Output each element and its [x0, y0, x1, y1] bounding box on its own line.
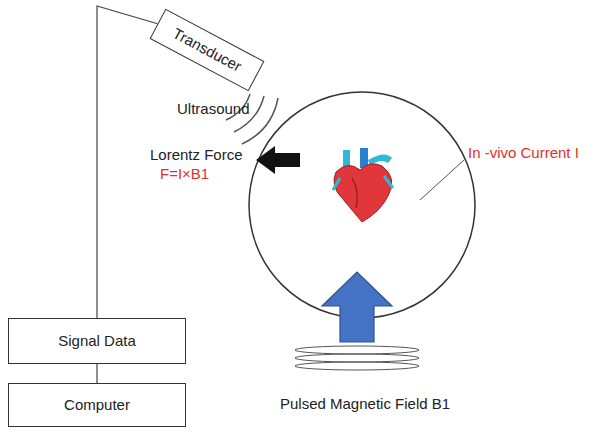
field-label: Pulsed Magnetic Field B1 — [280, 395, 450, 412]
connector-line — [96, 364, 97, 383]
heart-icon — [333, 148, 393, 222]
transducer-box: Transducer — [150, 9, 265, 92]
wave-label: Ultrasound — [177, 100, 250, 117]
coil — [295, 346, 419, 370]
process-box: Computer — [8, 383, 186, 427]
force-label: Lorentz Force — [150, 146, 243, 163]
force-arrow — [256, 146, 300, 174]
leader-line — [420, 160, 464, 200]
field-arrow — [322, 272, 392, 342]
formula-label: F=I×B1 — [160, 165, 209, 182]
process-box: Signal Data — [8, 318, 186, 364]
node-text: Signal Data — [58, 332, 136, 349]
node-text: Transducer — [170, 25, 245, 76]
connector-line — [97, 6, 158, 318]
node-text: Computer — [64, 396, 130, 413]
current-label: In -vivo Current I — [468, 144, 579, 161]
